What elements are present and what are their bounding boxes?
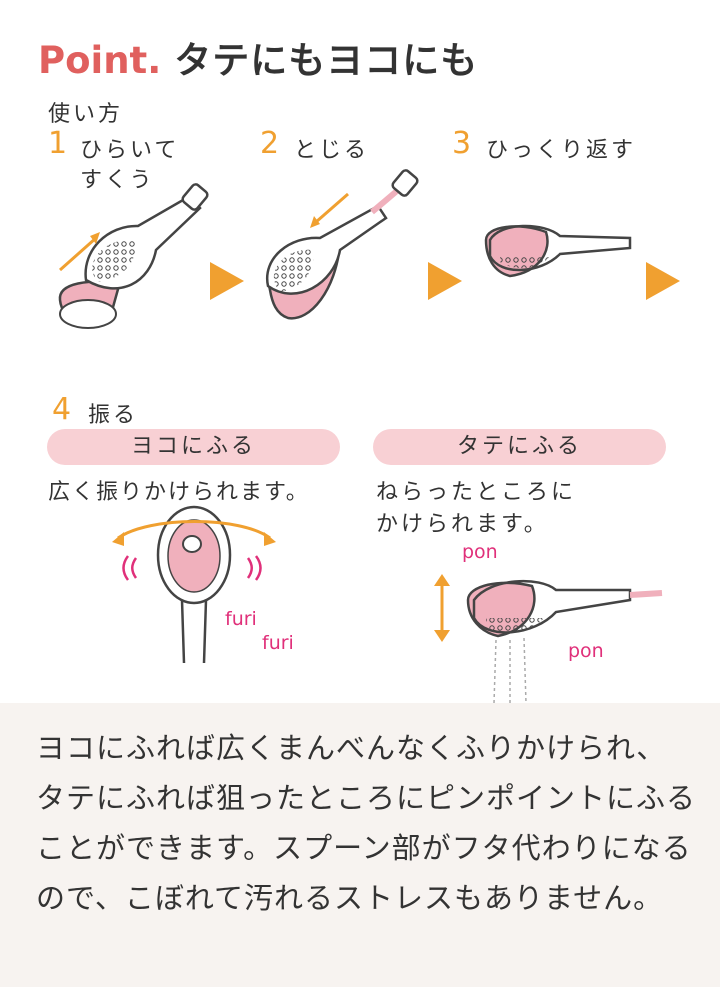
description-panel [0,703,720,987]
illustrations [58,169,680,703]
furi-text-1: furi [225,608,257,630]
horizontal-shake-spoon [112,505,276,664]
step-1-label: ひらいて [80,138,180,163]
vertical-shake-spoon [434,574,663,703]
usage-label: 使い方 [48,102,124,127]
horizontal-shake-pill: ヨコにふる [47,429,340,465]
next-arrow-1 [210,262,244,300]
step-2-spoon-illustration [265,169,419,320]
step-2-number: 2 [260,126,280,161]
step-1-arrow [59,232,100,272]
pon-text-2: pon [568,640,604,662]
description-text: ヨコにふれば広くまんべんなくふりかけられ、タテにふれば狙ったところにピンポイント… [36,731,697,915]
step-3-spoon-illustration [484,224,632,278]
title-text: タテにもヨコにも [174,39,479,82]
step-2-label: とじる [294,138,370,163]
step-3-number: 3 [452,126,472,161]
horizontal-caption: 広く振りかけられます。 [48,480,310,505]
vertical-shake-pill: タテにふる [373,429,666,465]
vertical-caption-2: かけられます。 [376,512,549,537]
next-arrow-2 [428,262,462,300]
step-1-spoon-illustration [58,183,209,329]
point-label: Point. [38,39,162,82]
step-2-arrow [310,192,349,228]
next-arrow-3 [646,262,680,300]
page-title: Point. タテにもヨコにも [38,30,478,84]
step-4-number: 4 [52,392,72,427]
step-3-label: ひっくり返す [486,138,637,163]
furi-text-2: furi [262,632,294,654]
step-4-label: 振る [88,403,139,428]
step-1-number: 1 [48,126,68,161]
pon-text-1: pon [462,541,498,563]
vertical-caption-1: ねらったところに [376,480,577,505]
step-1-label-2: すくう [80,168,155,193]
